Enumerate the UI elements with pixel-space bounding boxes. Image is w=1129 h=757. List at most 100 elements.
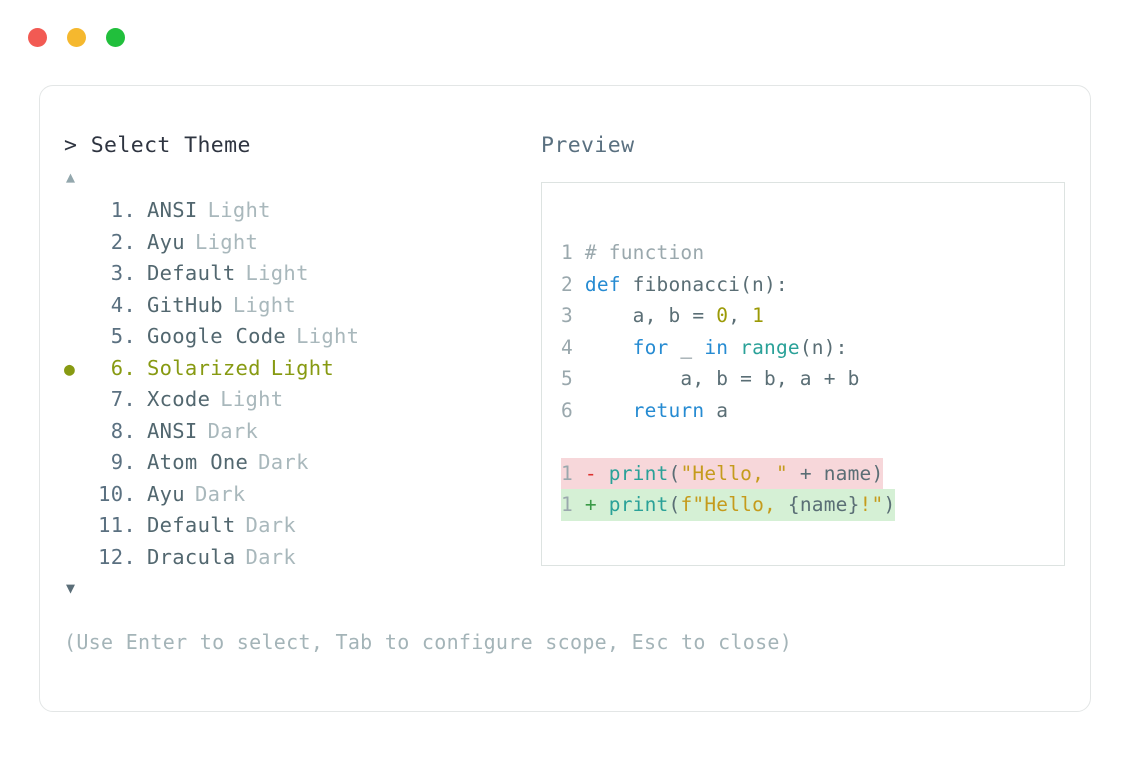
theme-item-number: 2. [110,229,136,254]
diff-plus-icon: + [584,493,609,516]
theme-item-variant: Dark [245,544,297,569]
minimize-button[interactable] [67,28,86,47]
theme-list-item[interactable]: 7. Xcode Light [64,384,534,416]
theme-list-item[interactable]: 12. Dracula Dark [64,542,534,574]
window-titlebar [28,28,125,47]
code-token: ( [668,461,681,485]
theme-item-variant: Dark [207,418,259,443]
line-number: 5 [561,367,585,390]
theme-item-name: GitHub [147,292,223,317]
code-token: ( [668,493,681,516]
theme-item-number: 7. [110,387,136,411]
theme-item-variant: Light [296,324,360,348]
theme-item-number: 9. [110,450,136,474]
theme-item-name: Google Code [147,324,287,348]
code-line: 6 return a [561,395,1060,427]
line-number: 1 [561,493,585,516]
theme-item-name: ANSI [147,418,198,443]
code-token: + name) [787,461,884,485]
theme-item-name: Dracula [147,544,236,569]
code-token: print [608,461,669,485]
theme-item-name: ANSI [147,198,198,222]
theme-item-name: Xcode [147,387,211,411]
line-number: 3 [561,304,585,327]
theme-item-name: Default [147,261,236,285]
theme-item-variant: Light [245,261,309,285]
line-number: 2 [561,272,585,296]
code-token: return [632,398,705,422]
theme-item-variant: Dark [258,450,309,474]
theme-item-number: 10. [98,481,136,506]
theme-item-number: 12. [98,544,136,569]
scroll-down-icon[interactable]: ▼ [66,579,76,597]
help-text: (Use Enter to select, Tab to configure s… [64,630,793,654]
line-number: 1 [561,241,585,264]
code-token: {name} [787,493,860,516]
theme-list-item[interactable]: 5. Google Code Light [64,321,534,353]
diff-lines: 1 - print("Hello, " + name)1 + print(f"H… [561,457,1060,521]
theme-item-variant: Light [270,355,334,380]
theme-list-item[interactable]: 3. Default Light [64,258,534,290]
theme-item-variant: Light [232,292,297,317]
theme-list-item[interactable]: 8. ANSI Dark [64,416,534,448]
code-line: 1 # function [561,237,1060,269]
theme-item-variant: Dark [194,481,246,506]
close-button[interactable] [28,28,47,47]
diff-minus-icon: - [584,461,609,485]
code-token: f"Hello, [680,493,788,516]
code-token: print [608,493,669,516]
diff-removed-line: 1 - print("Hello, " + name) [561,457,884,489]
theme-item-number: 11. [98,513,136,537]
code-token: , [728,304,753,327]
code-token: "Hello, " [680,461,788,485]
code-token: ) [883,493,896,516]
theme-item-name: Ayu [147,229,185,254]
code-token [728,336,740,359]
code-token: 1 [752,304,765,327]
theme-item-name: Atom One [147,450,249,474]
diff-line-row: 1 - print("Hello, " + name) [561,457,1060,489]
theme-item-variant: Dark [245,513,297,537]
code-token: range [740,335,800,359]
code-token [585,399,633,422]
scroll-up-icon[interactable]: ▲ [66,168,76,186]
code-token: def [584,272,633,296]
code-token: a [704,398,729,422]
code-token: _ [668,335,705,359]
theme-item-variant: Light [194,229,259,254]
selected-bullet-icon: ● [64,358,76,380]
theme-item-name: Ayu [147,481,185,506]
code-line: 3 a, b = 0, 1 [561,300,1060,332]
maximize-button[interactable] [106,28,125,47]
theme-item-number: 3. [110,261,136,285]
code-token: in [704,335,729,359]
theme-list-item[interactable]: 2. Ayu Light [64,227,534,259]
code-line: 5 a, b = b, a + b [561,363,1060,395]
code-token: fibonacci(n): [632,272,788,296]
theme-list-item[interactable]: 11. Default Dark [64,510,534,542]
theme-list-item[interactable]: 9. Atom One Dark [64,447,534,479]
diff-added-line: 1 + print(f"Hello, {name}!") [561,489,896,521]
code-line: 2 def fibonacci(n): [561,269,1060,301]
line-number: 4 [561,335,585,359]
preview-title: Preview [541,133,635,158]
theme-item-variant: Light [207,198,271,222]
theme-item-name: Default [147,513,236,537]
theme-item-number: 8. [110,418,136,443]
theme-list-item[interactable]: 10. Ayu Dark [64,479,534,511]
theme-item-number: 5. [110,324,136,348]
code-token: 0 [716,304,729,327]
theme-item-variant: Light [220,387,284,411]
theme-item-name: Solarized [147,355,261,380]
code-token: for [632,335,669,359]
